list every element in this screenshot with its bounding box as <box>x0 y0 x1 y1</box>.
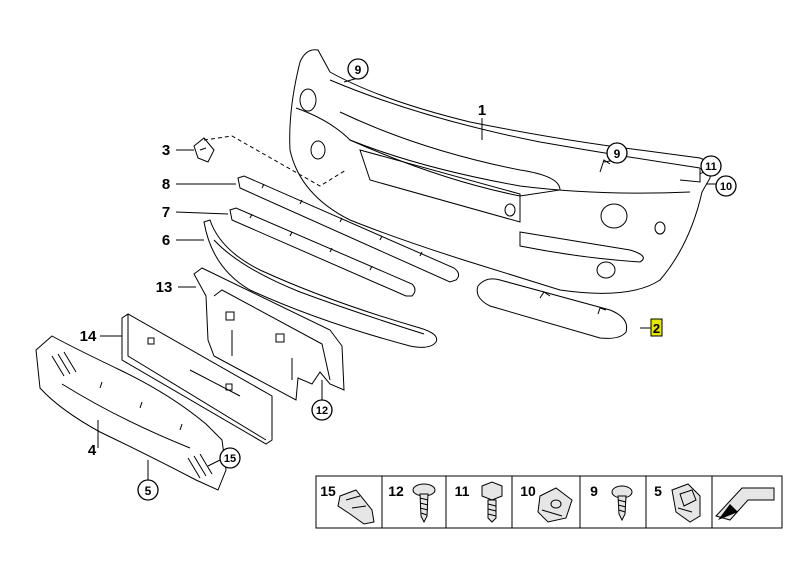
callout-11: 11 <box>705 161 717 173</box>
callout-circle-9a <box>347 58 369 80</box>
callout-circle-12 <box>311 399 333 421</box>
bumper-cover <box>289 49 711 294</box>
fastener-number-15: 15 <box>320 483 336 499</box>
callout-2: 2 <box>653 321 660 336</box>
callout-10: 10 <box>720 181 732 193</box>
callout-15: 15 <box>224 453 236 465</box>
callout-circle-5 <box>137 479 159 501</box>
callout-3: 3 <box>162 142 170 159</box>
lower-strip <box>203 219 438 348</box>
middle-strip <box>229 207 416 297</box>
direction-arrow-icon <box>715 487 775 521</box>
cover-cap <box>193 137 215 163</box>
callout-14: 14 <box>80 328 97 345</box>
fastener-number-5: 5 <box>654 483 662 499</box>
callout-circle-9b <box>606 142 628 164</box>
mounting-clip-icon <box>337 489 375 525</box>
fastener-strip: 15 12 11 10 9 <box>315 475 783 529</box>
callout-8: 8 <box>162 176 170 193</box>
plate-bracket <box>193 267 345 401</box>
screw-icon <box>412 483 436 524</box>
hex-bolt-icon <box>481 481 503 523</box>
callout-13: 13 <box>156 279 173 296</box>
callout-5: 5 <box>145 484 152 498</box>
side-trim <box>476 278 628 339</box>
callout-9a: 9 <box>355 63 362 77</box>
callout-9b: 9 <box>614 147 621 161</box>
spring-clip-icon <box>671 483 701 523</box>
callout-1: 1 <box>478 102 486 119</box>
callout-7: 7 <box>162 204 170 221</box>
callout-12: 12 <box>316 405 328 417</box>
fastener-number-9: 9 <box>590 483 598 499</box>
fastener-number-12: 12 <box>388 483 404 499</box>
plate-backing <box>121 313 273 445</box>
lower-grille <box>35 335 227 491</box>
u-nut-icon <box>537 487 573 523</box>
upper-strip <box>237 175 460 283</box>
fastener-number-10: 10 <box>520 483 536 499</box>
callout-circle-10 <box>715 175 737 197</box>
screw-icon <box>611 485 633 522</box>
callout-4: 4 <box>88 442 97 459</box>
callout-circle-15 <box>219 447 241 469</box>
callout-6: 6 <box>162 232 170 249</box>
fastener-number-11: 11 <box>455 483 470 499</box>
callout-circle-11 <box>700 155 722 177</box>
highlight-marker-2 <box>650 318 663 337</box>
